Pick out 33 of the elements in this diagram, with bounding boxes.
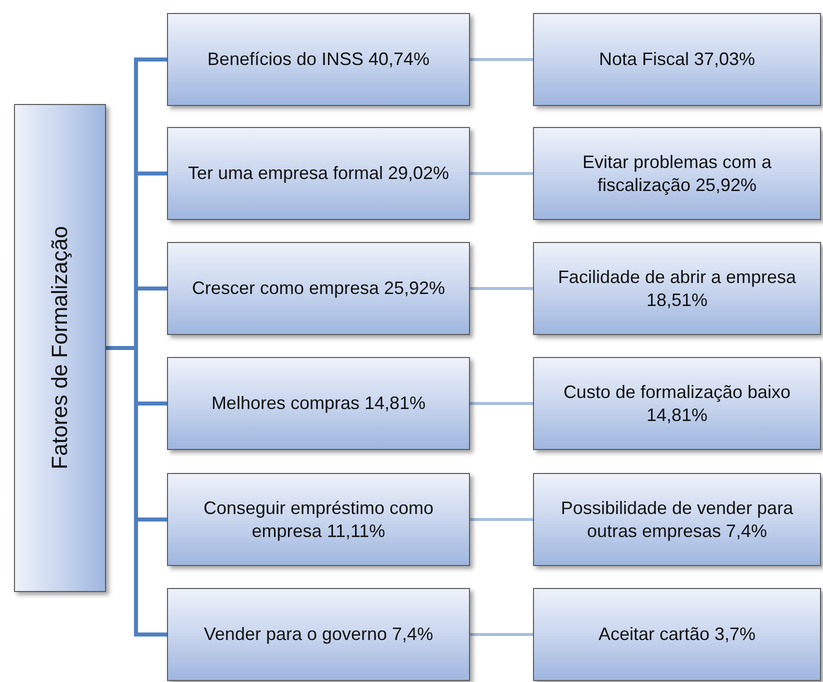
factor-box <box>533 127 821 220</box>
factor-box <box>533 13 821 106</box>
factor-label: Possibilidade de vender para outras empresas 7,4% <box>560 497 794 542</box>
factor-box <box>167 357 470 450</box>
factor-box <box>533 242 821 335</box>
factor-box <box>167 127 470 220</box>
factor-box <box>167 242 470 335</box>
factor-label: Custo de formalização baixo 14,81% <box>562 381 792 426</box>
connector-line <box>470 633 533 636</box>
connector-line <box>470 287 533 290</box>
factor-label: Evitar problemas com a fiscalização 25,92% <box>581 151 773 196</box>
factor-label: Melhores compras 14,81% <box>211 392 426 415</box>
factor-label: Benefícios do INSS 40,74% <box>207 48 430 71</box>
factor-box <box>533 588 821 681</box>
connector-line <box>470 402 533 405</box>
factor-box <box>167 473 470 566</box>
connector-line <box>106 346 167 636</box>
factor-label: Aceitar cartão 3,7% <box>598 623 756 646</box>
factor-label: Ter uma empresa formal 29,02% <box>188 162 450 185</box>
factor-label: Vender para o governo 7,4% <box>204 623 434 646</box>
connector-line <box>470 58 533 61</box>
factor-box <box>533 357 821 450</box>
factor-box <box>167 13 470 106</box>
factor-label: Facilidade de abrir a empresa 18,51% <box>556 266 798 311</box>
factor-label: Nota Fiscal 37,03% <box>598 48 756 71</box>
factor-label: Crescer como empresa 25,92% <box>192 277 446 300</box>
factor-box <box>167 588 470 681</box>
root-label: Fatores de Formalização <box>46 226 74 470</box>
factor-label: Conseguir empréstimo como empresa 11,11% <box>202 497 435 542</box>
factor-box <box>533 473 821 566</box>
connector-line <box>470 518 533 521</box>
connector-line <box>470 172 533 175</box>
root-box <box>14 104 106 592</box>
